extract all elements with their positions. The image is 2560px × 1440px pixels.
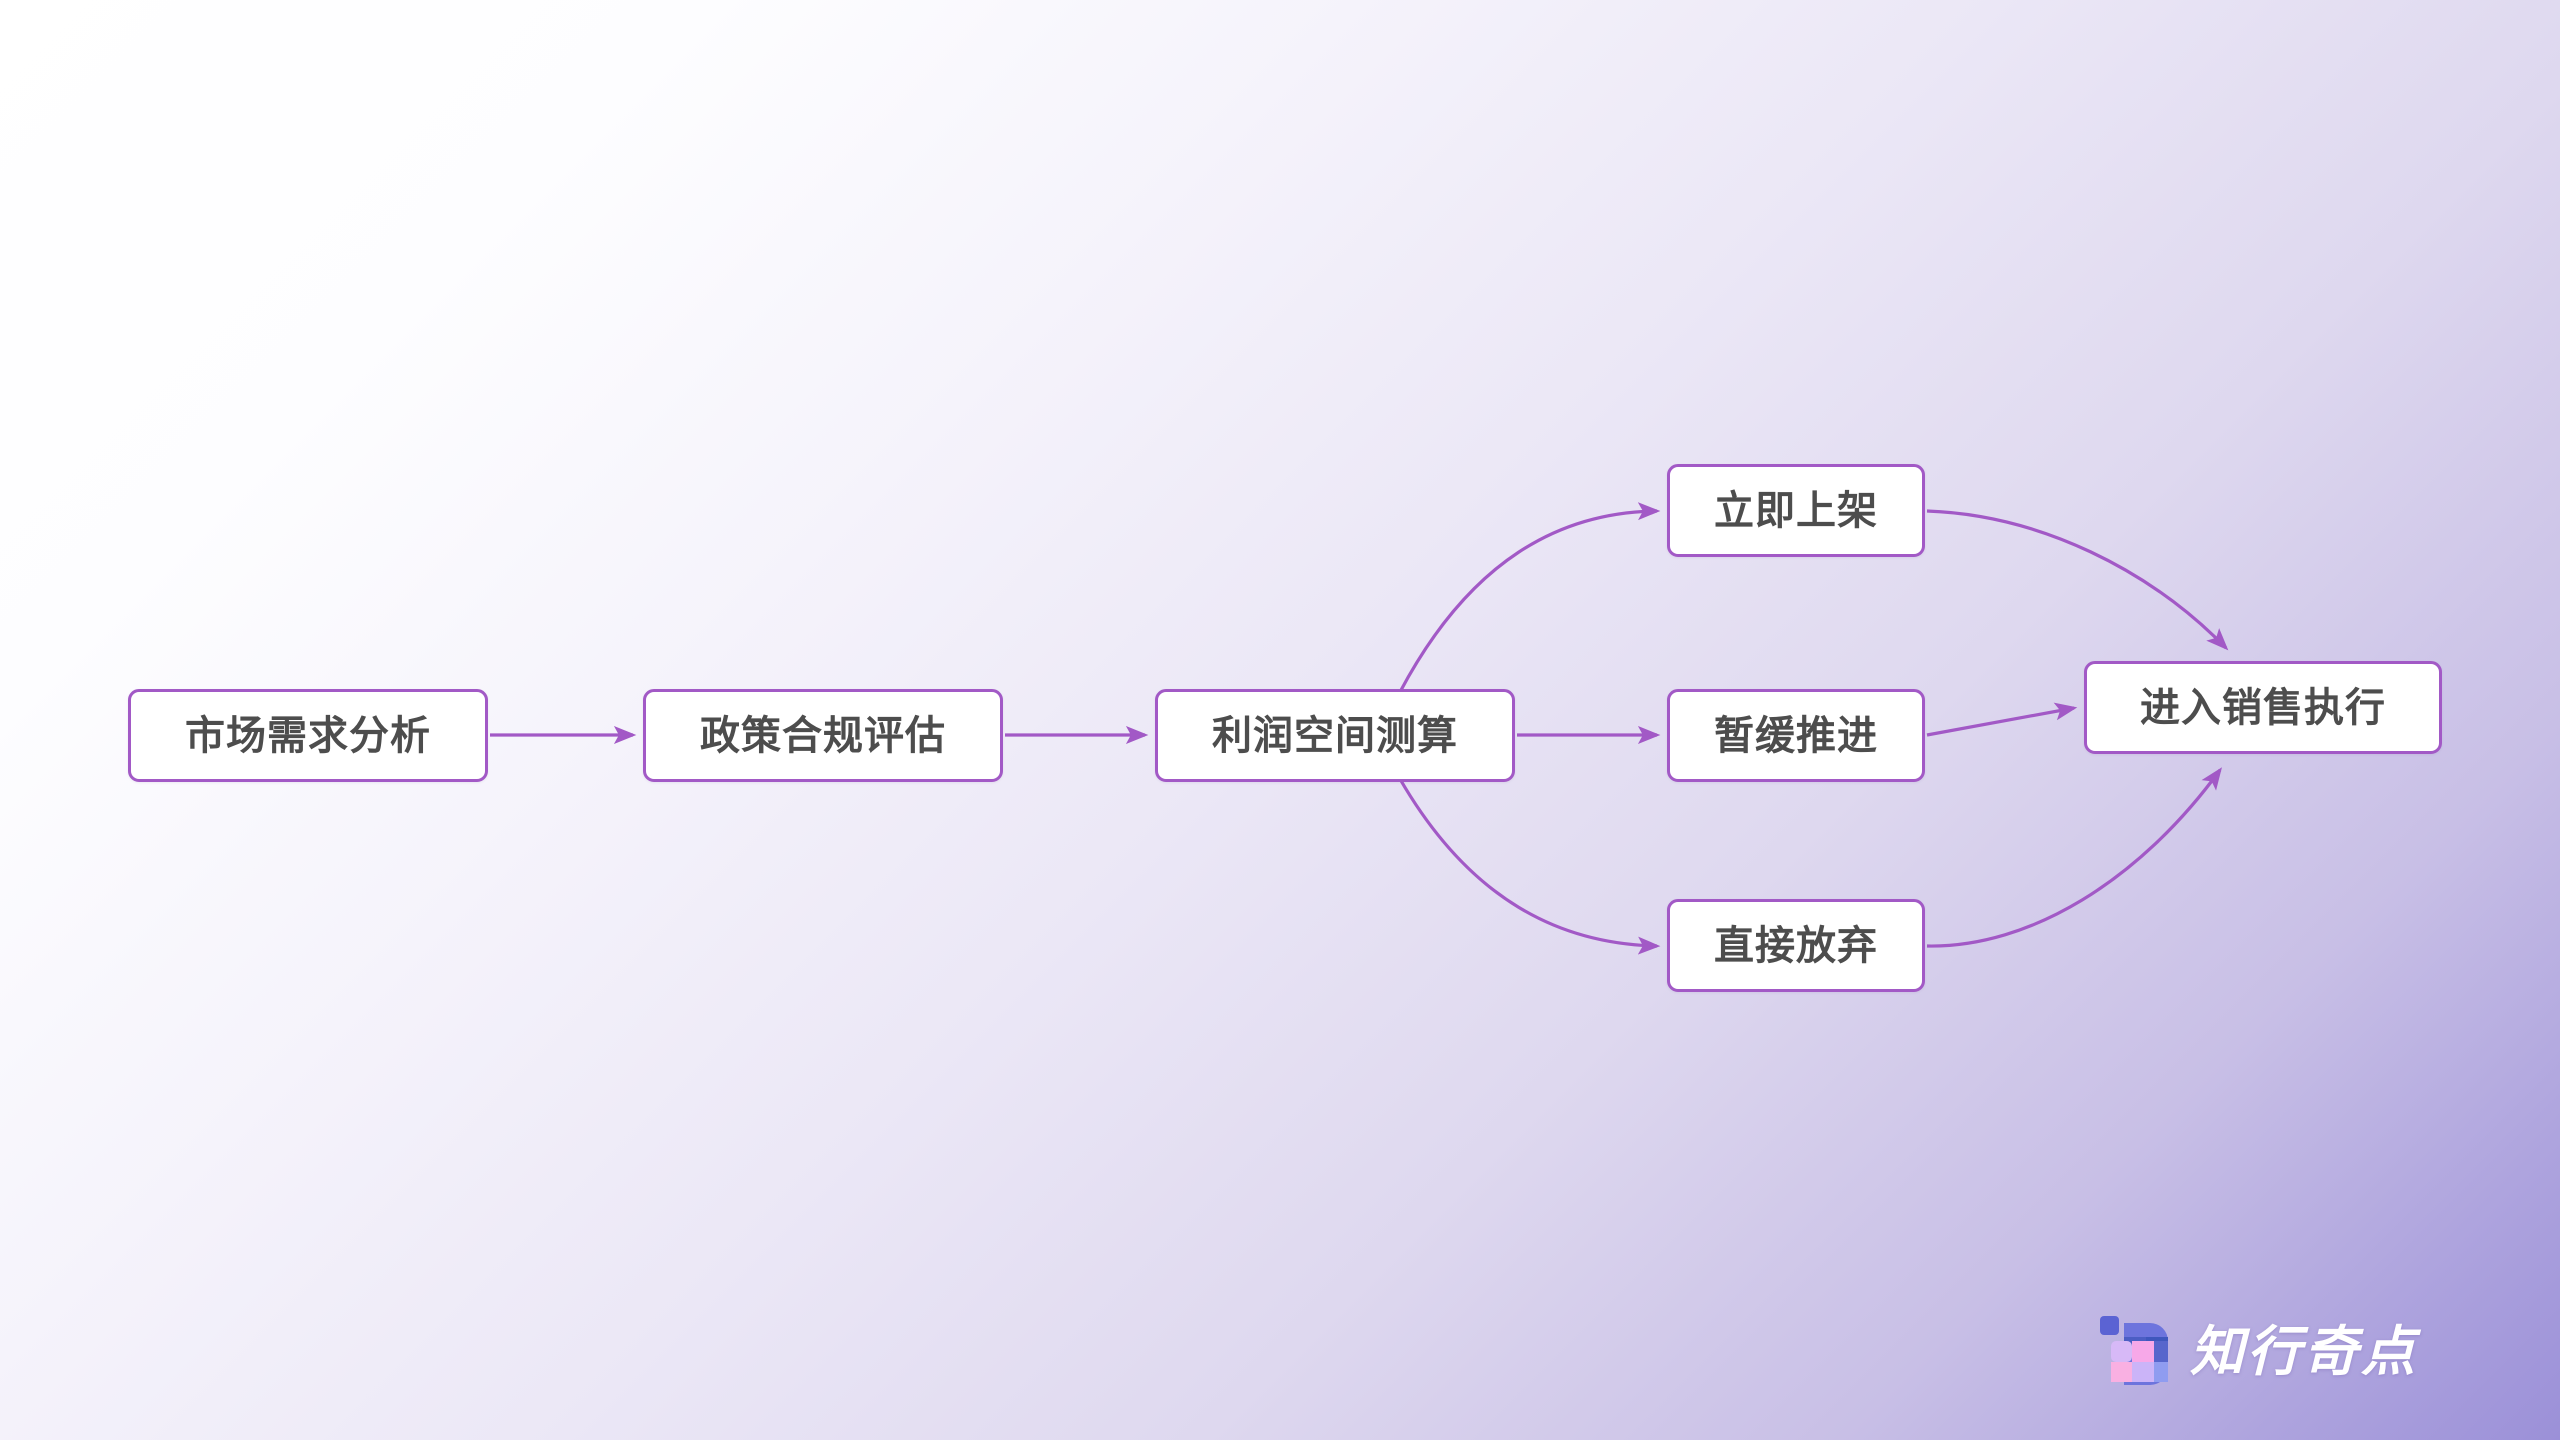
flow-node-enter-sales[interactable]: 进入销售执行 [2084,661,2442,754]
flow-node-postpone[interactable]: 暂缓推进 [1667,689,1925,782]
flow-node-label: 立即上架 [1714,488,1878,533]
flow-node-label: 政策合规评估 [700,713,946,758]
brand-logo-icon [2098,1315,2172,1389]
edge-n5-n7 [1926,702,2078,737]
flow-node-abandon[interactable]: 直接放弃 [1667,899,1925,992]
flow-node-label: 利润空间测算 [1212,713,1458,758]
flow-node-label: 暂缓推进 [1714,713,1878,758]
edge-n3-n4 [1398,502,1661,693]
flow-node-profit-estimate[interactable]: 利润空间测算 [1155,689,1515,782]
flow-node-label: 进入销售执行 [2140,685,2386,730]
flow-node-market-demand[interactable]: 市场需求分析 [128,689,488,782]
flow-node-label: 直接放弃 [1714,923,1878,968]
edge-n3-n6 [1398,778,1661,955]
flow-node-policy-compliance[interactable]: 政策合规评估 [643,689,1003,782]
flow-node-label: 市场需求分析 [185,713,431,758]
brand-watermark: 知行奇点 [2098,1315,2418,1389]
brand-name: 知行奇点 [2190,1322,2418,1382]
edge-n4-n7 [1926,509,2229,651]
edge-n6-n7 [1926,767,2222,948]
flow-node-launch-now[interactable]: 立即上架 [1667,464,1925,557]
